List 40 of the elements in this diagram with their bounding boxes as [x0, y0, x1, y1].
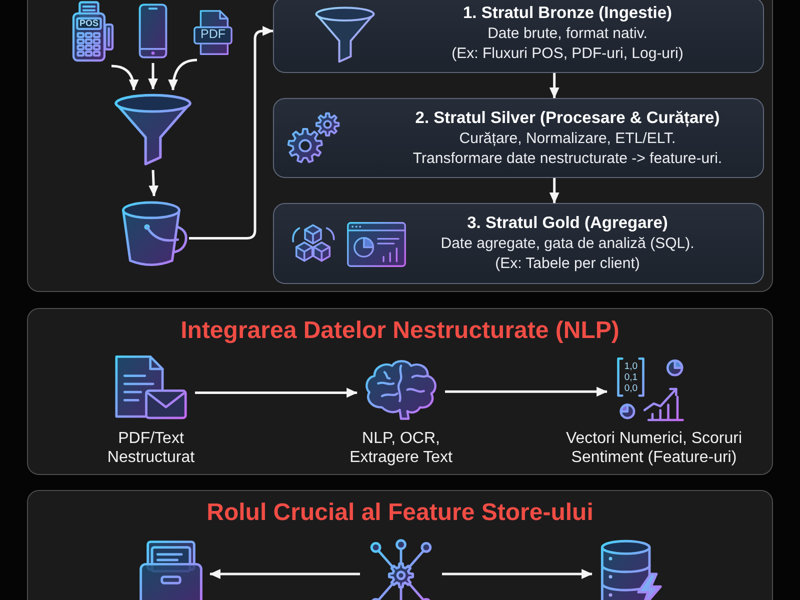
arrow: [549, 73, 560, 99]
section-title: Rolul Crucial al Feature Store-ului: [206, 499, 594, 527]
section-panel: [27, 490, 773, 600]
icon-caption: NLP, OCR, Extragere Text: [348, 429, 454, 467]
section-title: Integrarea Datelor Nestructurate (NLP): [180, 317, 620, 345]
section-panel: [27, 0, 773, 292]
database-icon: [598, 539, 662, 600]
icon-caption: PDF/Text Nestructurat: [106, 429, 196, 467]
arrow: [442, 569, 593, 579]
arrow: [195, 388, 358, 398]
smartphone-icon: [137, 3, 169, 59]
icon-caption: Vectori Numerici, Scoruri Sentiment (Feature-uri): [564, 429, 744, 467]
layer-description: (Ex: Fluxuri POS, PDF-uri, Log-uri): [452, 44, 684, 63]
section-panel: [27, 308, 773, 475]
matrix-values: 1,0 0,1 0,0: [623, 360, 639, 394]
layer-description: Curățare, Normalizare, ETL/ELT.: [459, 129, 676, 148]
arrow: [549, 178, 560, 204]
layer-description: Transformare date nestructurate -> feature-uri.: [412, 148, 722, 168]
layer-box: [273, 0, 764, 73]
funnel-icon: [113, 93, 193, 167]
layer-description: (Ex: Tabele per client): [495, 254, 640, 273]
file-cabinet-icon: [138, 539, 204, 600]
brain-icon: [363, 357, 439, 420]
bucket-icon: [119, 199, 189, 269]
curved-arrow: [111, 64, 138, 91]
layer-box: [273, 203, 764, 284]
arrow: [189, 26, 274, 240]
layer-title: 3. Stratul Gold (Agregare): [467, 213, 668, 234]
layer-description: Date agregate, gata de analiză (SQL).: [440, 234, 694, 254]
layer-title: 2. Stratul Silver (Procesare & Curățare): [415, 108, 720, 129]
arrow: [209, 569, 360, 579]
curved-arrow: [168, 58, 198, 91]
arrow: [148, 63, 158, 90]
icon-label: POS: [79, 18, 98, 28]
layer-title: 1. Stratul Bronze (Ingestie): [462, 3, 672, 24]
layer-description: Date brute, format nativ.: [488, 24, 648, 44]
arrow: [445, 386, 608, 397]
layer-box: [273, 98, 764, 178]
icon-label: PDF: [200, 28, 226, 42]
arrow: [148, 170, 159, 197]
